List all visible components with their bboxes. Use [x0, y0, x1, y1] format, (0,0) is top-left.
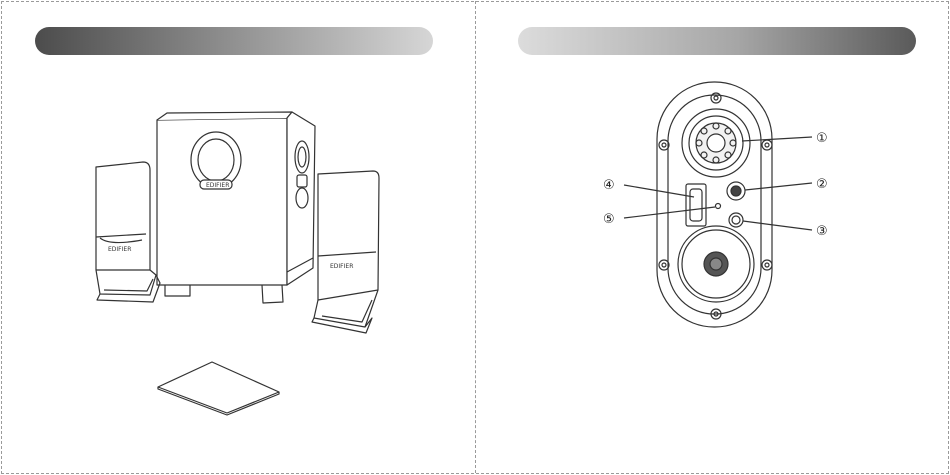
manual-illustration	[158, 362, 279, 415]
rear-panel-diagram: ① ② ③ ④ ⑤	[475, 0, 950, 475]
satellite-left-logo: EDIFIER	[108, 246, 131, 253]
satellite-right-illustration	[312, 171, 379, 333]
callout-3-label: ③	[816, 224, 828, 239]
callout-4-label: ④	[603, 178, 615, 193]
callout-1-label: ①	[816, 131, 828, 146]
callout-5-label: ⑤	[603, 212, 615, 227]
subwoofer-logo: EDIFIER	[206, 182, 229, 189]
satellite-left-illustration	[96, 162, 160, 302]
left-page: EDIFIER EDIFIER EDIFIER	[0, 0, 475, 475]
callout-2-label: ②	[816, 177, 828, 192]
right-page: ① ② ③ ④ ⑤	[475, 0, 950, 475]
subwoofer-illustration	[157, 112, 315, 303]
package-contents-illustration: EDIFIER EDIFIER EDIFIER	[0, 0, 475, 475]
satellite-right-logo: EDIFIER	[330, 263, 353, 270]
